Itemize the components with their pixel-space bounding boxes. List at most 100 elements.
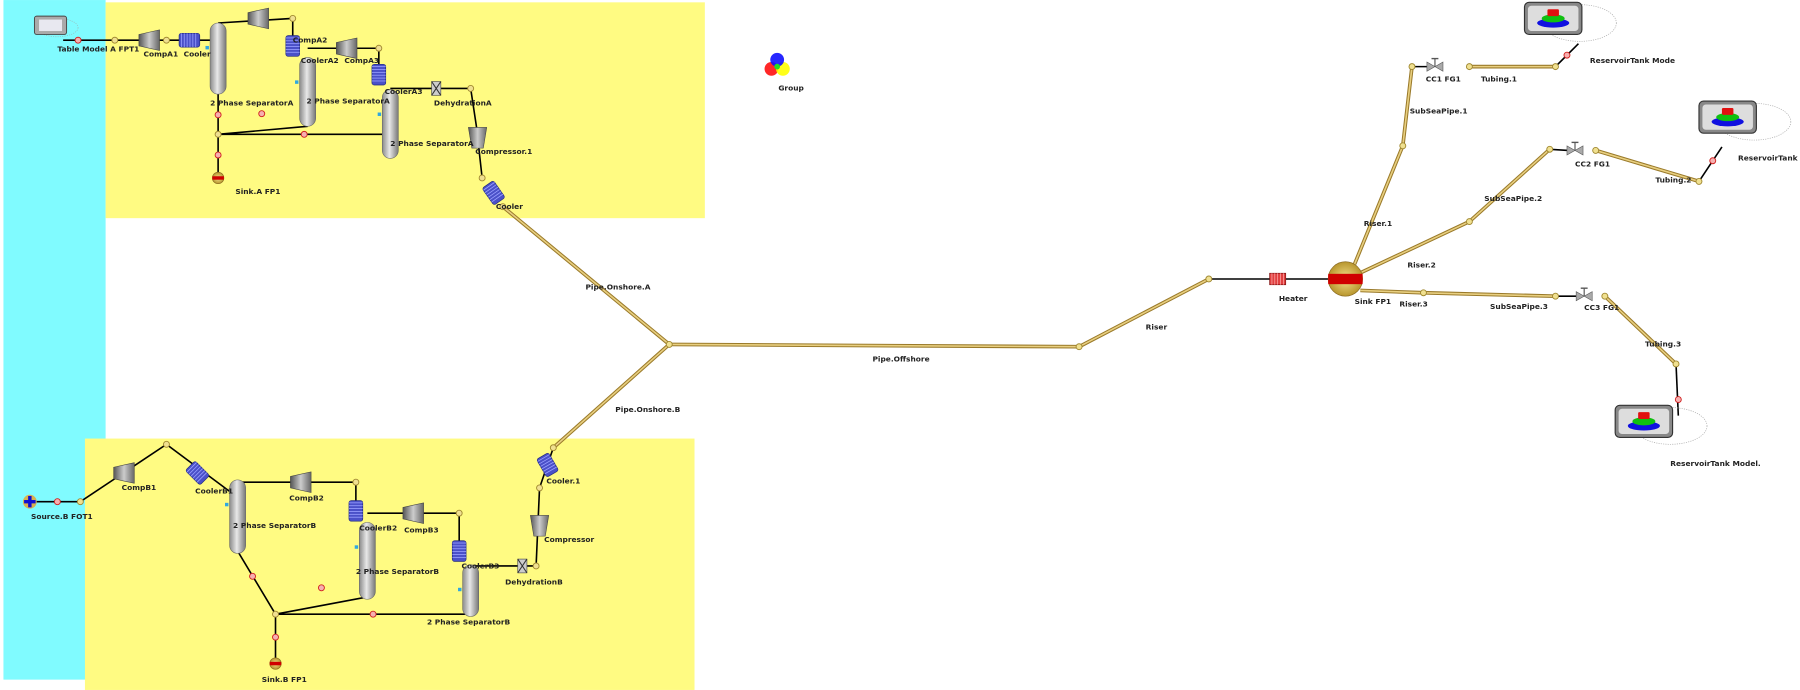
connection-node[interactable] [536, 484, 543, 492]
separator-a3[interactable] [377, 89, 399, 159]
separator-b2[interactable] [354, 522, 376, 600]
table-model-a[interactable] [33, 15, 79, 38]
reservoir-tank-3[interactable] [1614, 404, 1708, 445]
connection-node[interactable] [1695, 177, 1703, 185]
cooler-b1[interactable] [185, 461, 210, 485]
riser-1-subsea-1[interactable] [1352, 66, 1414, 265]
connection-node[interactable] [1592, 146, 1600, 154]
flow-valve-icon[interactable] [300, 130, 308, 138]
sink-a[interactable] [212, 171, 225, 185]
stream-res2[interactable] [1698, 146, 1723, 182]
connection-node[interactable] [1552, 292, 1559, 300]
label-res1: ReservoirTank Mode [1590, 56, 1675, 65]
compressor-b2[interactable] [290, 471, 312, 493]
sink-b[interactable] [269, 657, 282, 670]
flow-valve-icon[interactable] [74, 36, 82, 44]
cooler-b3[interactable] [451, 540, 467, 562]
tubing-3-highlight [1604, 295, 1677, 365]
connection-node[interactable] [1465, 63, 1473, 71]
connection-node[interactable] [1552, 63, 1559, 71]
cooler-a[interactable] [482, 180, 505, 205]
stream-a2-liquid[interactable] [218, 125, 308, 136]
connection-node[interactable] [549, 444, 557, 452]
flow-valve-icon[interactable] [214, 111, 222, 119]
connection-node[interactable] [272, 610, 279, 618]
flow-valve-icon[interactable] [53, 498, 61, 506]
flow-valve-icon[interactable] [214, 151, 222, 159]
compressor-1[interactable] [468, 127, 488, 149]
dehydration-a[interactable] [431, 81, 442, 96]
compressor-a1[interactable] [138, 29, 160, 51]
choke-cc1[interactable] [1426, 57, 1444, 72]
connection-node[interactable] [289, 14, 297, 22]
cooler-a3[interactable] [371, 63, 387, 86]
compressor-a3[interactable] [336, 37, 358, 59]
flow-valve-icon[interactable] [317, 584, 325, 592]
connection-node[interactable] [76, 498, 84, 506]
connection-node[interactable] [1205, 275, 1213, 283]
stream-res3[interactable] [1675, 363, 1680, 416]
connection-node[interactable] [1546, 145, 1554, 153]
label-res3: ReservoirTank Model. [1670, 459, 1761, 468]
flow-valve-icon[interactable] [258, 110, 266, 118]
stream-a3-gas[interactable] [390, 87, 483, 179]
connection-node[interactable] [665, 340, 673, 348]
compressor-b1[interactable] [113, 462, 135, 484]
connection-node[interactable] [1075, 343, 1083, 351]
source-b[interactable] [22, 494, 37, 509]
connection-node[interactable] [1420, 289, 1427, 297]
label-subsea1: SubSeaPipe.1 [1410, 107, 1468, 116]
reservoir-tank-1[interactable] [1523, 1, 1617, 42]
cooler-1[interactable] [536, 453, 559, 478]
zone-a[interactable] [105, 2, 705, 219]
separator-b1[interactable] [225, 479, 246, 554]
connection-node[interactable] [163, 440, 170, 448]
flow-valve-icon[interactable] [1709, 157, 1717, 165]
connection-node[interactable] [1399, 142, 1407, 150]
separator-a2[interactable] [295, 57, 316, 127]
flow-valve-icon[interactable] [272, 633, 279, 641]
connection-node[interactable] [455, 509, 463, 517]
connection-node[interactable] [375, 44, 383, 52]
label-tubing3: Tubing.3 [1645, 340, 1681, 349]
flow-valve-icon[interactable] [249, 572, 256, 580]
compressor-a2[interactable] [247, 7, 269, 30]
connection-node[interactable] [1601, 292, 1609, 300]
dehydration-b[interactable] [517, 558, 528, 574]
connection-node[interactable] [214, 130, 222, 138]
cooler-a2[interactable] [285, 35, 300, 57]
heater[interactable] [1269, 272, 1287, 286]
riser-1-subsea-1-highlight [1353, 66, 1413, 265]
connection-node[interactable] [1672, 360, 1680, 368]
flow-valve-icon[interactable] [1563, 51, 1571, 59]
label-sourceB: Source.B FOT1 [31, 512, 93, 521]
cooler-b2[interactable] [348, 500, 364, 522]
connection-node[interactable] [352, 478, 360, 486]
connection-node[interactable] [467, 84, 475, 92]
label-cc3: CC3 FG1 [1584, 303, 1619, 312]
separator-b3[interactable] [458, 564, 479, 617]
label-pipe_onshore_a: Pipe.Onshore.A [585, 282, 650, 291]
label-sepA2: 2 Phase SeparatorA [307, 96, 391, 105]
connection-node[interactable] [499, 203, 507, 211]
group-icon[interactable]: Group [764, 52, 804, 93]
zone-b[interactable] [84, 438, 695, 690]
connection-node[interactable] [1408, 63, 1416, 71]
separator-a1[interactable] [205, 22, 227, 95]
reservoir-tank-2[interactable] [1698, 100, 1792, 141]
connection-node[interactable] [1465, 218, 1473, 226]
choke-cc2[interactable] [1566, 141, 1584, 156]
connection-node[interactable] [478, 174, 486, 182]
compressor-b[interactable] [530, 515, 550, 537]
flow-valve-icon[interactable] [1674, 396, 1682, 403]
connection-node[interactable] [532, 562, 540, 570]
flow-valve-icon[interactable] [369, 610, 377, 618]
cooler-a1[interactable] [178, 32, 201, 48]
sink-fp1[interactable] [1327, 261, 1363, 297]
connection-node[interactable] [111, 36, 119, 44]
connection-node[interactable] [163, 36, 170, 44]
riser-2-subsea-2[interactable] [1353, 147, 1551, 278]
compressor-b3[interactable] [402, 502, 424, 524]
choke-cc3[interactable] [1575, 287, 1593, 302]
